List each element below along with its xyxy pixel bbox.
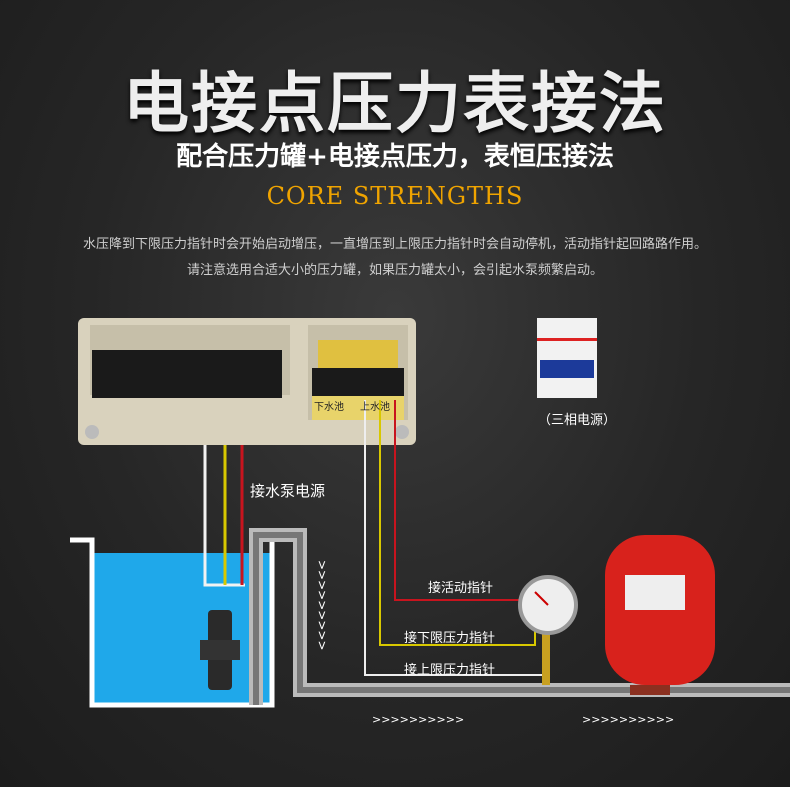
submersible-pump (200, 610, 240, 690)
control-box (78, 318, 416, 445)
wire-white (203, 400, 245, 587)
pressure-gauge (518, 575, 578, 685)
breaker-label: （三相电源） (538, 413, 617, 428)
lower-limit-label: 接下限压力指针 (404, 631, 496, 646)
upper-pool-label: 上水池 (360, 402, 390, 413)
svg-text:>>>>>>>>>: >>>>>>>>> (315, 560, 329, 651)
wire-lower (379, 400, 536, 646)
pressure-tank (605, 535, 715, 695)
lower-pool-label: 下水池 (314, 402, 344, 413)
description-line-1: 水压降到下限压力指针时会开始启动增压，一直增压到上限压力指针时会自动停机，活动指… (82, 237, 707, 252)
flow-arrows-1: >>>>>>>>>> (372, 713, 465, 726)
upper-limit-label: 接上限压力指针 (404, 663, 496, 678)
subtitle: 配合压力罐+电接点压力，表恒压接法 (176, 142, 614, 172)
movable-pointer-label: 接活动指针 (428, 581, 494, 596)
flow-arrows-2: >>>>>>>>>> (582, 713, 675, 726)
wire-movable (394, 400, 520, 601)
description-line-2: 请注意选用合适大小的压力罐，如果压力罐太小，会引起水泵频繁启动。 (186, 263, 603, 278)
pump-power-label: 接水泵电源 (250, 482, 326, 500)
circuit-breaker (537, 318, 597, 398)
page-title: 电接点压力表接法 (123, 65, 667, 142)
tagline: CORE STRENGTHS (266, 182, 524, 210)
